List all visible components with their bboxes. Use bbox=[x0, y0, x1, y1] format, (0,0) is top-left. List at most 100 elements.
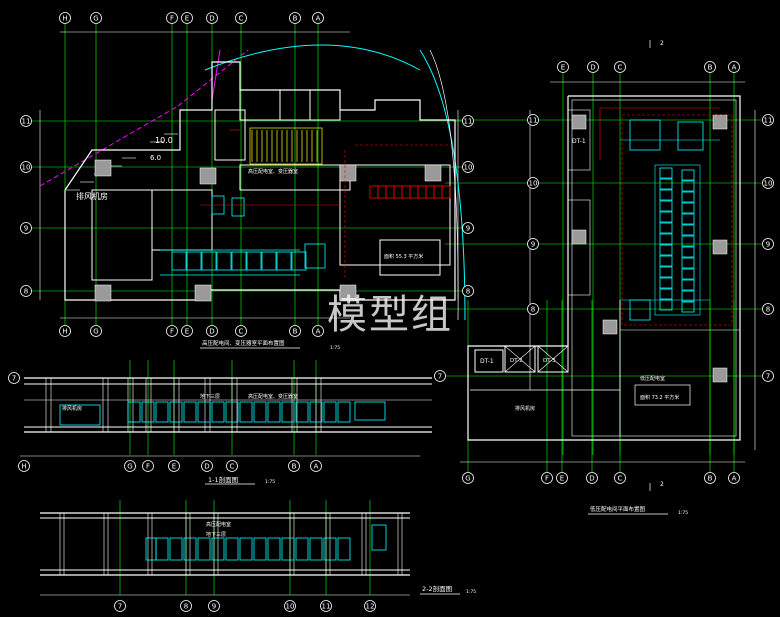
axis-bubble-label: 11 bbox=[22, 118, 31, 126]
axis-bubble-label: F bbox=[170, 328, 174, 336]
axis-bubble-circle bbox=[462, 161, 474, 173]
axis-bubble-circle bbox=[527, 177, 539, 189]
section1-cabinet bbox=[337, 401, 351, 423]
plan1-stair-outline bbox=[249, 127, 323, 165]
section2-cabinet bbox=[211, 537, 225, 561]
plan2-lv-cabinet bbox=[659, 244, 673, 256]
section1-axis-bottom-G: G bbox=[124, 460, 136, 472]
section1-axis-bottom-H: H bbox=[18, 460, 30, 472]
plan1-axis-bottom-A: A bbox=[312, 325, 324, 337]
plan2-label-area-note: 面积 73.2 平方米 bbox=[640, 394, 679, 401]
plan2-lv-cabinet bbox=[659, 266, 673, 278]
axis-bubble-circle bbox=[90, 325, 102, 337]
axis-bubble-circle bbox=[142, 460, 154, 472]
axis-bubble-label: C bbox=[618, 475, 623, 483]
axis-bubble-label: 12 bbox=[366, 603, 375, 611]
plan1-axis-top-A: A bbox=[312, 12, 324, 24]
plan2-lv-cabinet bbox=[659, 167, 673, 179]
section1-column bbox=[315, 377, 322, 433]
plan1-axis-right-11: 11 bbox=[462, 115, 474, 127]
section2-axis-bottom-12: 12 bbox=[364, 600, 376, 612]
section1-equipment bbox=[59, 404, 101, 426]
plan1-column bbox=[94, 159, 112, 177]
axis-bubble-circle bbox=[462, 472, 474, 484]
axis-bubble-circle bbox=[762, 238, 774, 250]
section1-axis-bottom-E: E bbox=[168, 460, 180, 472]
section1-cabinet bbox=[295, 401, 309, 423]
section2-axis-bottom-10: 10 bbox=[284, 600, 296, 612]
plan2-axis-left-10: 10 bbox=[527, 177, 539, 189]
plan1-column bbox=[424, 164, 442, 182]
axis-bubble-circle bbox=[168, 460, 180, 472]
plan2-lv-cabinet bbox=[681, 290, 695, 302]
section1-cabinet bbox=[211, 401, 225, 423]
section1-equipment bbox=[354, 401, 386, 421]
axis-bubble-label: 8 bbox=[184, 603, 188, 611]
plan2-elevator-x bbox=[504, 345, 536, 373]
section1-cabinet bbox=[169, 401, 183, 423]
axis-bubble-circle bbox=[527, 114, 539, 126]
plan2-inner-wall bbox=[571, 99, 737, 437]
plan1-axis-bottom-D: D bbox=[206, 325, 218, 337]
section2-column bbox=[361, 512, 367, 576]
axis-bubble-label: H bbox=[62, 328, 67, 336]
axis-bubble-label: D bbox=[209, 328, 214, 336]
section1-cabinet bbox=[239, 401, 253, 423]
section1-cabinet bbox=[253, 401, 267, 423]
plan2-lv-cabinet bbox=[659, 189, 673, 201]
plan1-stair bbox=[249, 127, 323, 165]
plan1-axis-bottom-C: C bbox=[235, 325, 247, 337]
section1-cabinet bbox=[225, 401, 239, 423]
axis-bubble-label: D bbox=[204, 463, 209, 471]
axis-bubble-label: 11 bbox=[464, 118, 473, 126]
section1-label-room: 排风机房 bbox=[62, 405, 82, 412]
section1-cabinet bbox=[267, 401, 281, 423]
axis-bubble-label: 10 bbox=[464, 164, 473, 172]
plan2-axis-right-8: 8 bbox=[762, 303, 774, 315]
plan2-axis-bottom-C: C bbox=[614, 472, 626, 484]
axis-bubble-circle bbox=[288, 460, 300, 472]
section2-column bbox=[213, 512, 219, 576]
axis-bubble-label: 8 bbox=[466, 288, 470, 296]
section1-axis-bottom-B: B bbox=[288, 460, 300, 472]
axis-bubble-circle bbox=[762, 177, 774, 189]
plan2-axis-bottom-G: G bbox=[462, 472, 474, 484]
axis-bubble-circle bbox=[527, 303, 539, 315]
plan1-switchgear-cabinet bbox=[216, 251, 232, 271]
plan1-room bbox=[214, 109, 246, 161]
section1-scale: 1:75 bbox=[265, 479, 275, 485]
axis-bubble-circle bbox=[20, 115, 32, 127]
section1-column bbox=[102, 377, 109, 433]
axis-bubble-label: 9 bbox=[466, 225, 470, 233]
section2-column bbox=[325, 512, 331, 576]
axis-bubble-circle bbox=[728, 472, 740, 484]
section1-axis-left-7: 7 bbox=[8, 372, 20, 384]
axis-bubble-label: D bbox=[589, 475, 594, 483]
plan2-transformer bbox=[677, 121, 704, 151]
plan2-title: 低压配电间平面布置图 bbox=[590, 505, 646, 513]
plan2-section-mark-bottom: 2 bbox=[660, 481, 664, 488]
section2-equipment bbox=[371, 524, 387, 551]
plan2-column bbox=[571, 114, 587, 130]
plan2-lv-cabinet bbox=[681, 191, 695, 203]
plan2-lv-cabinet bbox=[681, 235, 695, 247]
axis-bubble-circle bbox=[434, 370, 446, 382]
watermark-text: 模型组 bbox=[327, 292, 453, 338]
section2-cabinet bbox=[225, 537, 239, 561]
axis-bubble-circle bbox=[762, 303, 774, 315]
plan2-column bbox=[571, 229, 587, 245]
axis-bubble-circle bbox=[20, 161, 32, 173]
axis-bubble-label: H bbox=[62, 15, 67, 23]
axis-bubble-circle bbox=[206, 12, 218, 24]
axis-bubble-circle bbox=[312, 325, 324, 337]
section2-cabinet bbox=[197, 537, 211, 561]
plan2-axis-bottom-E: E bbox=[556, 472, 568, 484]
plan1-switchgear-cabinet bbox=[201, 251, 217, 271]
axis-bubble-circle bbox=[586, 472, 598, 484]
axis-bubble-label: A bbox=[316, 15, 321, 23]
axis-bubble-label: B bbox=[708, 475, 713, 483]
section2-label-hv: 高压配电室 bbox=[206, 521, 231, 528]
axis-bubble-circle bbox=[59, 325, 71, 337]
plan2-lv-cabinet bbox=[659, 222, 673, 234]
